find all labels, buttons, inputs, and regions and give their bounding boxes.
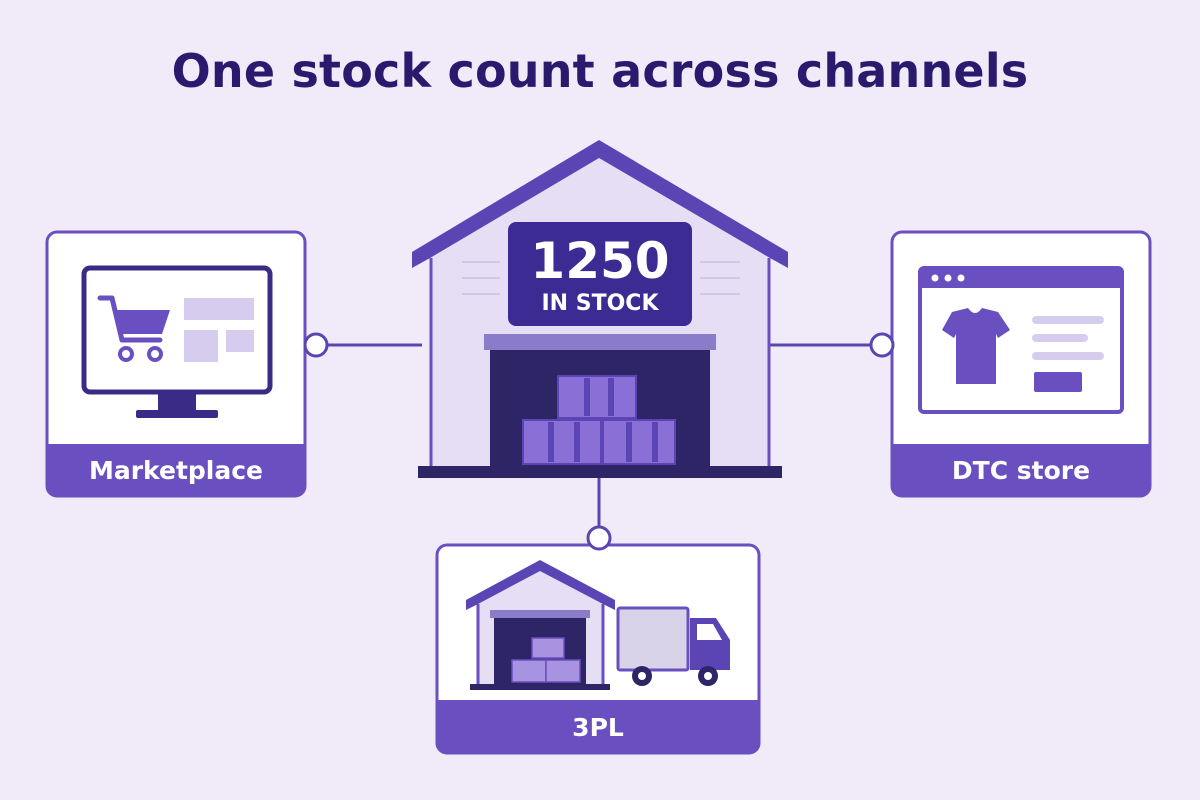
warehouse-hub: 1250 IN STOCK — [412, 140, 788, 478]
delivery-truck-icon — [616, 606, 730, 686]
monitor-icon — [81, 265, 273, 418]
marketplace-card: Marketplace — [45, 230, 307, 498]
stock-count-badge: 1250 IN STOCK — [508, 222, 692, 326]
shopping-cart-icon — [97, 295, 170, 362]
browser-window-icon — [918, 266, 1124, 414]
diagram-title: One stock count across channels — [171, 44, 1029, 98]
3pl-label: 3PL — [572, 713, 624, 742]
node-3pl — [586, 525, 612, 551]
dtc-store-label: DTC store — [952, 456, 1090, 485]
marketplace-label: Marketplace — [89, 456, 263, 485]
3pl-card: 3PL — [435, 543, 761, 755]
stock-count-value: 1250 — [530, 232, 669, 290]
small-warehouse-icon — [466, 560, 615, 690]
node-dtc — [869, 332, 895, 358]
t-shirt-icon — [942, 308, 1010, 384]
node-marketplace — [303, 332, 329, 358]
connector-nodes — [303, 332, 895, 551]
box-stack-icon — [522, 375, 676, 465]
stock-count-label: IN STOCK — [541, 291, 659, 316]
dtc-store-card: DTC store — [890, 230, 1152, 498]
